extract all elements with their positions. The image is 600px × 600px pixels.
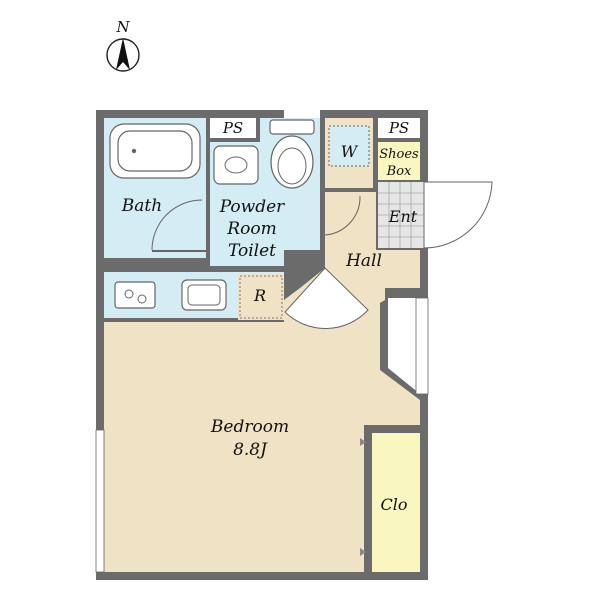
label-bedroom-line2: 8.8J [233, 440, 268, 460]
label-hall: Hall [345, 251, 382, 271]
label-ps-left: PS [222, 119, 243, 137]
label-bedroom-line1: Bedroom [210, 417, 289, 437]
label-shoes-box-line2: Box [386, 164, 412, 179]
label-entrance: Ent [388, 207, 418, 226]
label-powder-line2: Room [226, 219, 276, 239]
label-shoes-box-line1: Shoes [379, 147, 419, 162]
label-powder-line3: Toilet [228, 241, 276, 261]
entrance-door-swing [423, 181, 493, 249]
closet-marks [360, 438, 366, 556]
label-bath: Bath [121, 196, 162, 216]
compass-icon: N [106, 18, 140, 72]
washer-space-icon [328, 125, 370, 167]
powder-door-swing [324, 195, 361, 236]
bathtub-basin-icon [117, 130, 193, 172]
fixtures [109, 119, 370, 319]
toilet-icon [269, 119, 315, 189]
bath-door-swing [151, 199, 203, 251]
compass-label: N [115, 18, 130, 36]
label-powder-line1: Powder [219, 197, 285, 217]
entrance-tiles [378, 182, 424, 248]
internal-walls [104, 118, 424, 572]
label-washer: W [341, 142, 359, 161]
windows [95, 110, 429, 573]
stove-icon [114, 281, 156, 309]
label-ps-right: PS [388, 119, 409, 137]
bedroom-door-swing [284, 267, 369, 329]
doors [151, 181, 493, 329]
refrigerator-space-icon [239, 275, 283, 319]
room-labels: Bath Powder Room Toilet PS PS W Shoes Bo… [121, 119, 419, 514]
label-refrigerator: R [253, 286, 266, 305]
label-closet: Clo [381, 495, 408, 514]
